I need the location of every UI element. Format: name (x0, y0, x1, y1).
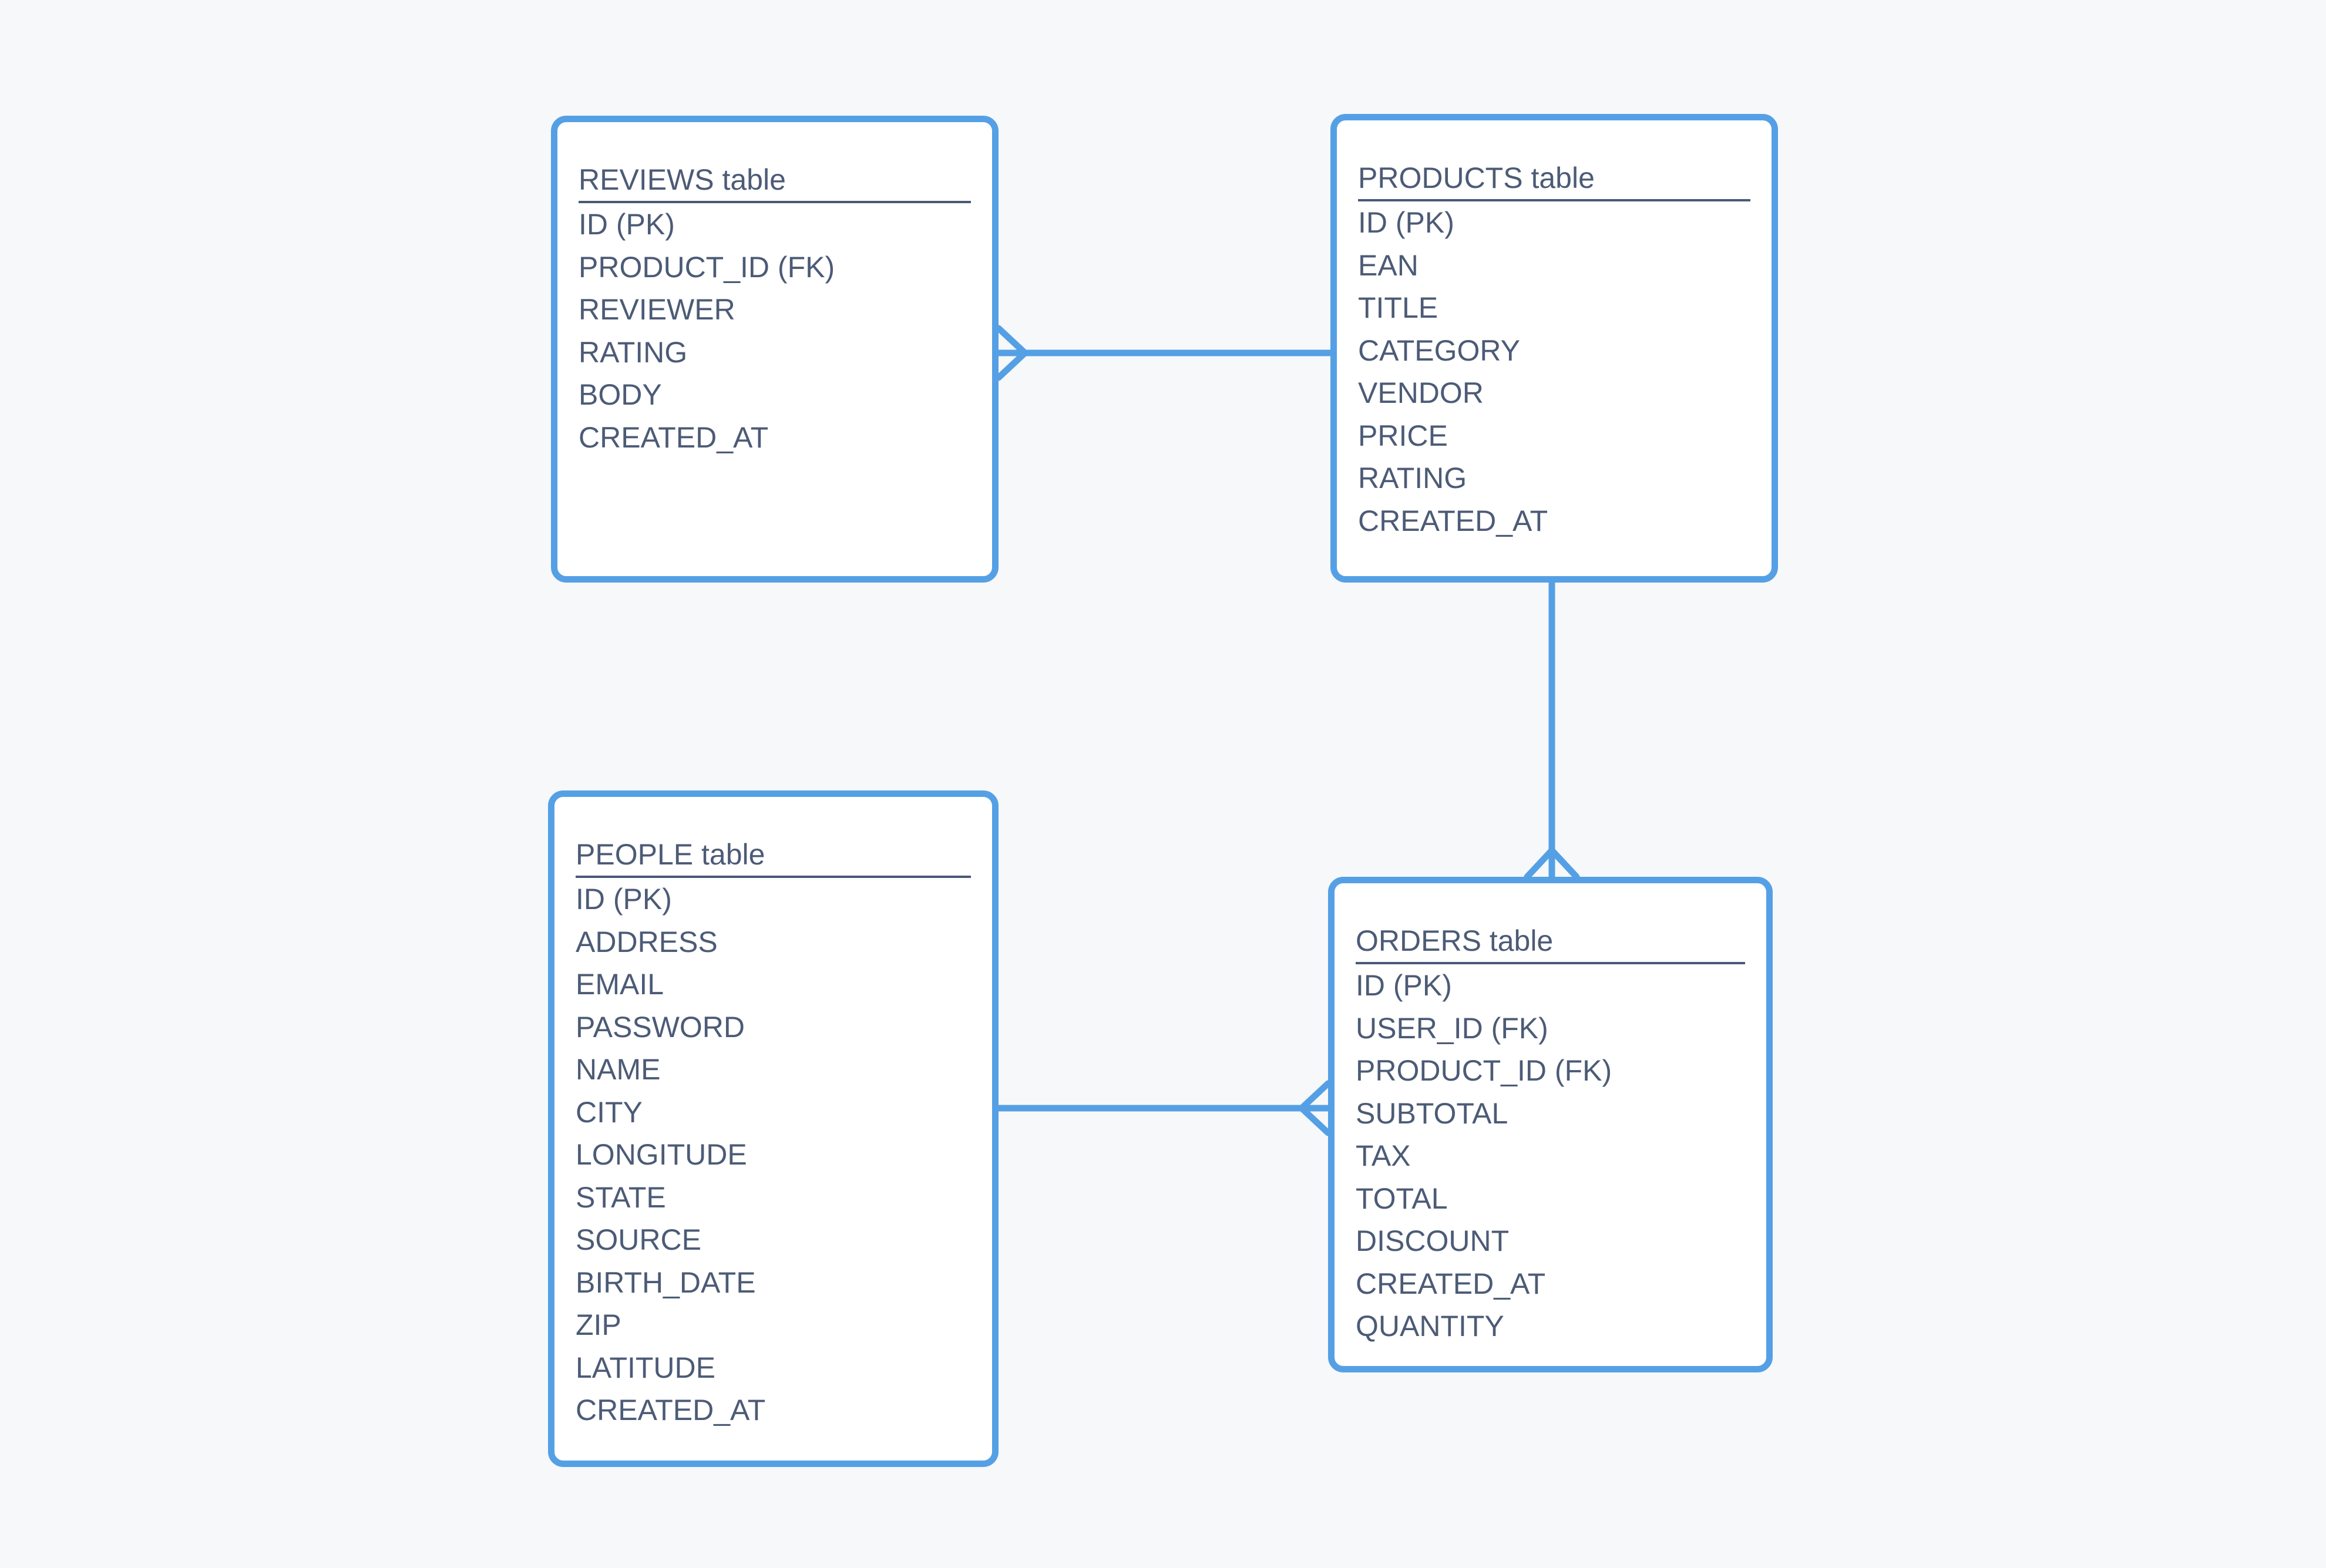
field-row: CREATED_AT (1358, 504, 1548, 537)
field-row: LONGITUDE (576, 1138, 747, 1171)
field-row: TOTAL (1356, 1182, 1448, 1215)
field-list: ID (PK) USER_ID (FK) PRODUCT_ID (FK) SUBTOT… (1356, 964, 1745, 1348)
entity-orders-table[interactable]: ORDERS table ID (PK) USER_ID (FK) PRODUCT_… (1328, 877, 1773, 1372)
field-row: ZIP (576, 1308, 621, 1341)
crows-foot-reviews-icon (995, 349, 1028, 381)
field-row: ID (PK) (1356, 969, 1452, 1002)
relationship-products-orders (1524, 579, 1580, 880)
relationship-products-reviews (995, 325, 1334, 381)
field-row: SOURCE (576, 1223, 701, 1256)
field-row: CREATED_AT (576, 1394, 766, 1426)
entity-reviews-table[interactable]: REVIEWS table ID (PK) PRODUCT_ID (FK) REVI… (551, 116, 999, 583)
entity-title: REVIEWS table (579, 163, 786, 196)
field-row: RATING (1358, 462, 1467, 494)
entity-title: PEOPLE table (576, 838, 765, 871)
field-row: CREATED_AT (1356, 1267, 1546, 1300)
crows-foot-orders-left-icon (1298, 1080, 1332, 1112)
field-row: PRICE (1358, 419, 1448, 452)
field-row: ID (PK) (576, 883, 672, 916)
title-underline (579, 201, 971, 203)
relationship-people-orders (995, 1080, 1332, 1136)
field-row: NAME (576, 1053, 661, 1086)
title-underline (1356, 962, 1745, 964)
field-row: ID (PK) (579, 208, 675, 241)
field-row: BODY (579, 378, 662, 411)
field-row: CREATED_AT (579, 420, 769, 454)
field-list: ID (PK) ADDRESS EMAIL PASSWORD NAME CITY LONGI… (576, 878, 971, 1432)
field-row: SUBTOTAL (1356, 1096, 1508, 1130)
field-row: ID (PK) (1358, 206, 1454, 239)
entity-products-table[interactable]: PRODUCTS table ID (PK) EAN TITLE CATEGORY VE… (1330, 114, 1778, 583)
field-row: TITLE (1358, 291, 1438, 324)
crows-foot-orders-left-icon (1298, 1105, 1332, 1136)
entity-title: PRODUCTS table (1358, 161, 1595, 194)
field-row: LATITUDE (576, 1351, 715, 1384)
crows-foot-orders-top-icon (1524, 847, 1555, 880)
field-row: ADDRESS (576, 925, 718, 958)
field-row: VENDOR (1358, 376, 1484, 409)
field-row: TAX (1356, 1139, 1411, 1172)
field-list: ID (PK) EAN TITLE CATEGORY VENDOR PRICE RATING… (1358, 201, 1750, 542)
crows-foot-orders-top-icon (1548, 847, 1580, 880)
field-row: PRODUCT_ID (FK) (1356, 1054, 1612, 1087)
field-row: PRODUCT_ID (FK) (579, 250, 835, 284)
title-underline (576, 876, 971, 878)
field-row: BIRTH_DATE (576, 1266, 756, 1299)
field-row: CITY (576, 1095, 643, 1129)
field-row: REVIEWER (579, 293, 735, 326)
title-underline (1358, 199, 1750, 201)
field-row: DISCOUNT (1356, 1224, 1510, 1257)
crows-foot-reviews-icon (995, 325, 1028, 356)
entity-title: ORDERS table (1356, 924, 1554, 957)
entity-people-table[interactable]: PEOPLE table ID (PK) ADDRESS EMAIL PASSWORD… (548, 790, 999, 1467)
field-row: RATING (579, 335, 688, 369)
field-row: QUANTITY (1356, 1310, 1504, 1342)
field-row: USER_ID (FK) (1356, 1011, 1548, 1045)
field-row: EMAIL (576, 968, 664, 1001)
field-row: CATEGORY (1358, 334, 1520, 367)
field-row: EAN (1358, 248, 1419, 282)
field-row: STATE (576, 1180, 666, 1214)
field-row: PASSWORD (576, 1010, 745, 1044)
field-list: ID (PK) PRODUCT_ID (FK) REVIEWER RATING BODY… (579, 203, 971, 459)
